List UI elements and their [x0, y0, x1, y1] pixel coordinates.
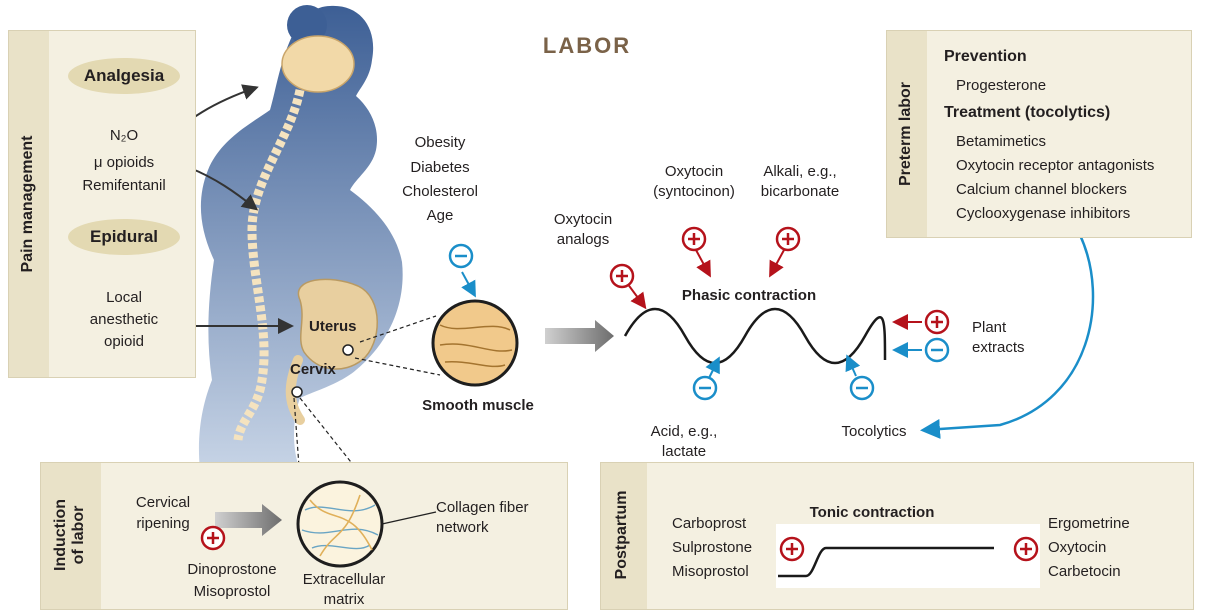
- inhibit-sign: [450, 245, 472, 267]
- stimulate-sign: [781, 538, 803, 560]
- stimulate-sign: [926, 311, 948, 333]
- stimulate-sign: [202, 527, 224, 549]
- inhibit-sign: [694, 377, 716, 399]
- inhibit-sign: [926, 339, 948, 361]
- stimulate-sign: [611, 265, 633, 287]
- inhibit-sign: [851, 377, 873, 399]
- stimulate-sign: [683, 228, 705, 250]
- stimulate-sign: [1015, 538, 1037, 560]
- stimulate-sign: [777, 228, 799, 250]
